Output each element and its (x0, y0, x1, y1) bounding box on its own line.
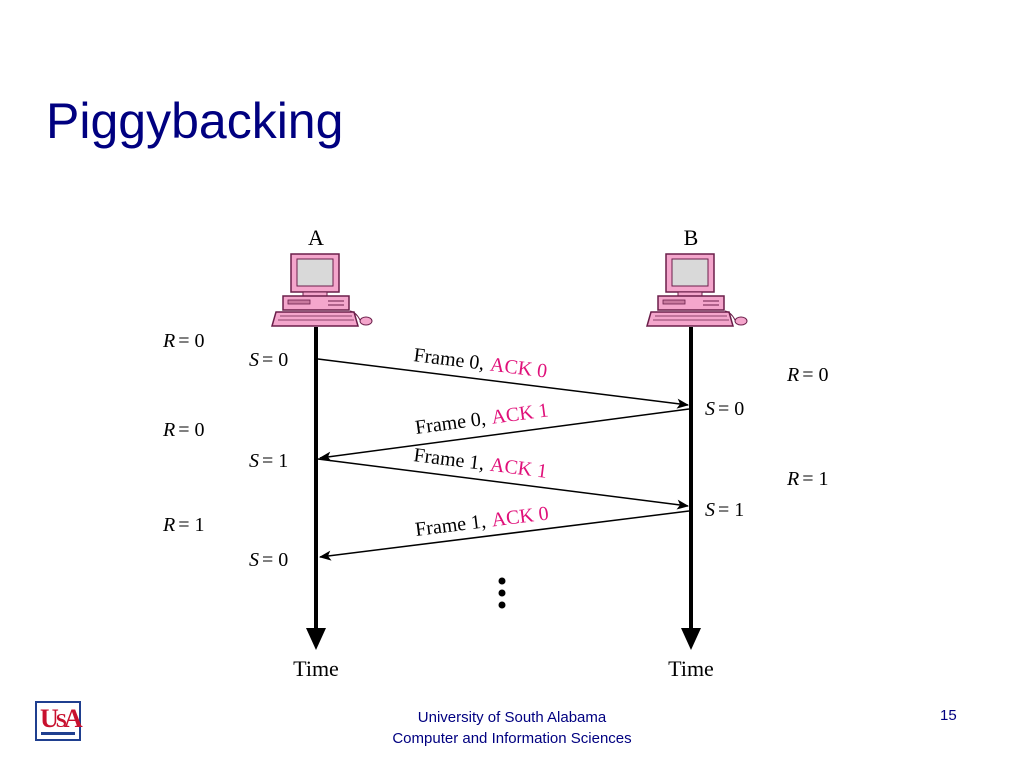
b-state-1: R= 0 (786, 364, 829, 386)
message-arrow-1 (317, 358, 689, 409)
university-logo: USA (35, 701, 83, 741)
b-state-4: S= 1 (705, 499, 744, 521)
a-state-3: R= 0 (162, 419, 205, 441)
timeline-b-arrow (681, 628, 701, 650)
page-number: 15 (940, 707, 957, 724)
footer: University of South Alabama Computer and… (0, 707, 1024, 749)
message-label-1: Frame 0,ACK 0 (412, 344, 548, 382)
a-state-4: S= 1 (249, 450, 288, 472)
station-a-label: A (308, 225, 324, 250)
b-state-3: R= 1 (786, 468, 829, 490)
a-state-6: S= 0 (249, 549, 288, 571)
b-state-2: S= 0 (705, 398, 744, 420)
message-arrow-2 (319, 408, 690, 462)
message-arrow-3 (317, 458, 689, 510)
footer-line-2: Computer and Information Sciences (392, 730, 632, 747)
message-label-4: Frame 1,ACK 0 (414, 503, 550, 541)
a-state-5: R= 1 (162, 514, 205, 536)
continuation-dots (498, 577, 506, 609)
logo-bar (41, 732, 75, 735)
a-state-2: S= 0 (249, 349, 288, 371)
message-label-3: Frame 1,ACK 1 (412, 444, 548, 483)
station-b-label: B (684, 225, 699, 250)
message-label-2: Frame 0,ACK 1 (414, 399, 550, 439)
time-label-b: Time (668, 656, 714, 681)
logo-mark-icon: USA (40, 704, 83, 733)
computer-a-icon (271, 253, 373, 327)
computer-b-icon (646, 253, 748, 327)
time-label-a: Time (293, 656, 339, 681)
message-arrow-4 (319, 510, 690, 561)
a-state-1: R= 0 (162, 330, 205, 352)
footer-line-1: University of South Alabama (417, 709, 607, 726)
slide-title: Piggybacking (46, 93, 344, 149)
timeline-a-arrow (306, 628, 326, 650)
